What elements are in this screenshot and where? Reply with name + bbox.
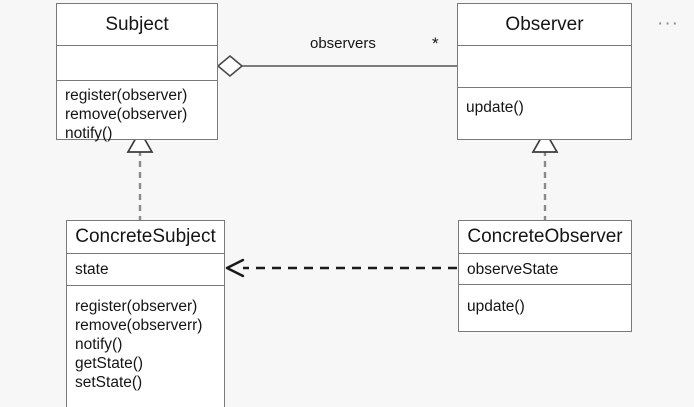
class-attributes-subject [57, 45, 217, 80]
operation-item: notify() [75, 336, 123, 353]
open-arrowhead-icon [225, 258, 245, 278]
operation-item: setState() [75, 374, 143, 391]
association-multiplicity-label: * [432, 34, 439, 53]
class-box-subject[interactable]: Subject register(observer) remove(observ… [56, 3, 218, 142]
class-name-label: Observer [505, 13, 584, 35]
class-attributes-concrete-subject: state [67, 253, 224, 285]
operation-item: notify() [65, 125, 113, 142]
class-box-concrete-subject[interactable]: ConcreteSubject state register(observer)… [66, 220, 225, 407]
more-options-ellipsis-icon[interactable]: ··· [657, 13, 679, 34]
operation-item: register(observer) [65, 87, 188, 104]
class-box-observer[interactable]: Observer update() [457, 3, 632, 140]
class-attributes-concrete-observer: observeState [459, 253, 631, 284]
class-title-observer: Observer [458, 4, 631, 45]
class-name-label: ConcreteSubject [75, 226, 216, 247]
realization-concrete-observer [531, 129, 559, 222]
class-operations-observer: update() [458, 87, 631, 139]
class-operations-subject: register(observer) remove(observer) noti… [57, 80, 217, 142]
operation-item: update() [466, 99, 524, 116]
class-operations-concrete-observer: update() [459, 284, 631, 333]
class-box-concrete-observer[interactable]: ConcreteObserver observeState update() [458, 220, 632, 332]
inheritance-triangle-icon [531, 129, 559, 153]
aggregation-subject-observer [216, 54, 457, 78]
attribute-item: state [75, 261, 109, 278]
dependency-observer-subject [225, 258, 457, 278]
class-title-subject: Subject [57, 4, 217, 45]
operation-item: remove(observerr) [75, 317, 203, 334]
operation-item: register(observer) [75, 298, 198, 315]
realization-concrete-subject [126, 129, 154, 222]
class-name-label: Subject [105, 13, 169, 35]
class-operations-concrete-subject: register(observer) remove(observerr) not… [67, 285, 224, 407]
class-title-concrete-observer: ConcreteObserver [459, 221, 631, 253]
attribute-item: observeState [467, 261, 559, 278]
class-name-label: ConcreteObserver [467, 226, 623, 247]
operation-item: remove(observer) [65, 106, 188, 123]
class-attributes-observer [458, 45, 631, 87]
class-title-concrete-subject: ConcreteSubject [67, 221, 224, 253]
operation-item: update() [467, 298, 525, 315]
operation-item: getState() [75, 355, 144, 372]
aggregation-diamond-icon [216, 54, 244, 78]
association-role-label-observers: observers [310, 35, 376, 52]
inheritance-triangle-icon [126, 129, 154, 153]
